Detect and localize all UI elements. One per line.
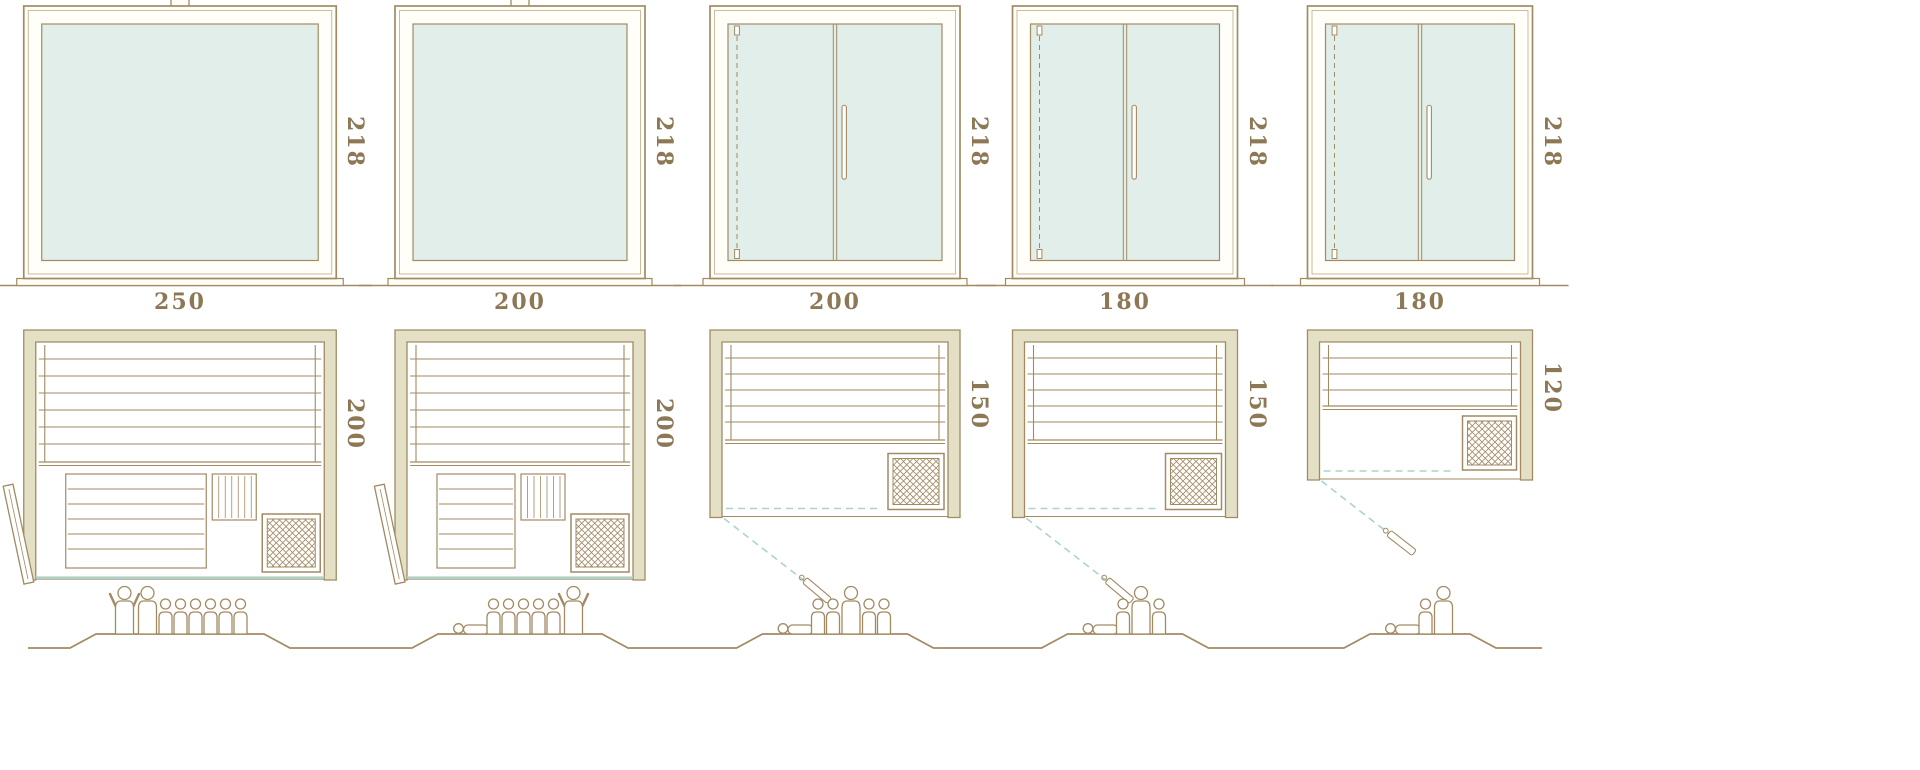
model-250x200-floor-plan: [2, 329, 337, 585]
height-label-model-3: 218: [966, 116, 992, 168]
ground-line: [28, 633, 1542, 649]
width-label-model-2: 200: [494, 289, 546, 315]
depth-label-model-4: 150: [1244, 378, 1270, 430]
model-180x120-capacity-figures: [1385, 585, 1454, 635]
model-250x200-front-elevation: [0, 0, 373, 287]
model-200x200-floor-plan: [373, 329, 646, 585]
width-label-model-3: 200: [809, 289, 861, 315]
height-label-model-4: 218: [1244, 116, 1270, 168]
model-180x120-front-elevation: [1271, 5, 1569, 287]
model-200x200-front-elevation: [359, 0, 681, 287]
width-label-model-1: 250: [154, 289, 206, 315]
open-door-leaf: [373, 483, 406, 585]
depth-label-model-3: 150: [966, 378, 992, 430]
model-200x150-capacity-figures: [777, 585, 892, 635]
width-label-model-4: 180: [1099, 289, 1151, 315]
depth-label-model-1: 200: [342, 398, 368, 450]
open-door-leaf: [2, 483, 35, 585]
model-180x150-front-elevation: [976, 5, 1274, 287]
door-leaf-icon: [798, 574, 832, 604]
model-250x200-capacity-figures: [108, 585, 248, 635]
model-200x150-floor-plan: [709, 329, 961, 604]
height-label-model-5: 218: [1539, 116, 1565, 168]
width-label-model-5: 180: [1394, 289, 1446, 315]
depth-label-model-2: 200: [651, 398, 677, 450]
door-leaf-icon: [1101, 574, 1134, 604]
door-leaf-icon: [1382, 527, 1417, 556]
model-200x200-capacity-figures: [453, 585, 590, 635]
model-180x150-capacity-figures: [1082, 585, 1167, 635]
depth-label-model-5: 120: [1539, 362, 1565, 414]
height-label-model-2: 218: [651, 116, 677, 168]
model-180x150-floor-plan: [1011, 329, 1239, 604]
model-180x120-floor-plan: [1306, 329, 1534, 556]
model-200x150-front-elevation: [674, 5, 996, 287]
height-label-model-1: 218: [342, 116, 368, 168]
